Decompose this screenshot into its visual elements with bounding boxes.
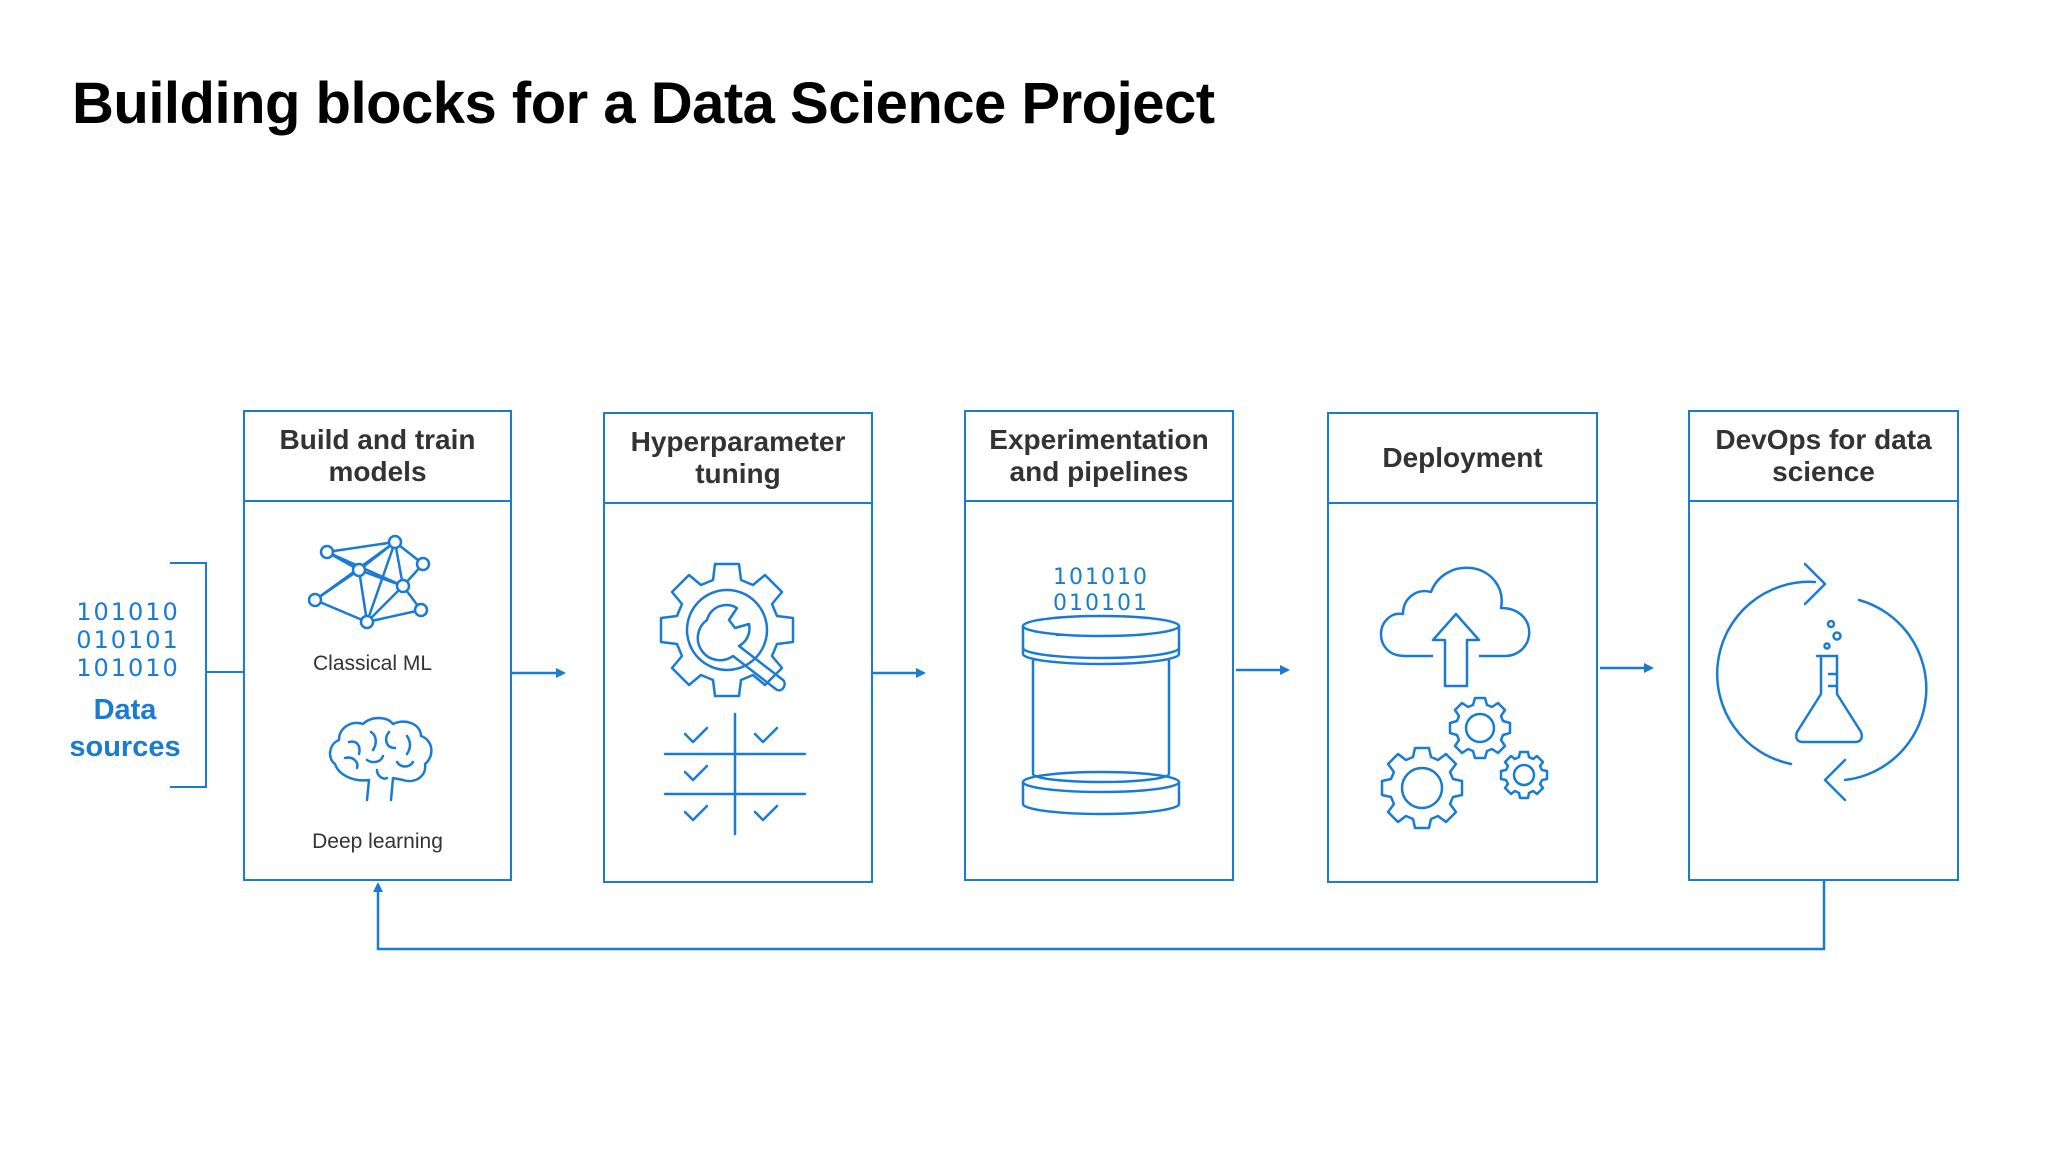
block-body bbox=[605, 506, 871, 881]
gear-wrench-icon bbox=[655, 558, 799, 702]
block-deployment: Deployment bbox=[1327, 412, 1598, 883]
binary-data-icon: 101010 010101 101010 bbox=[76, 598, 180, 682]
block-header: Experimentation and pipelines bbox=[966, 412, 1232, 502]
binary-line-2: 010101 bbox=[1053, 591, 1149, 616]
database-cylinder-icon bbox=[1021, 614, 1181, 814]
block-experimentation-pipelines: Experimentation and pipelines 101010 010… bbox=[964, 410, 1234, 881]
data-sources-label-line2: sources bbox=[69, 731, 181, 763]
block-header: DevOps for data science bbox=[1690, 412, 1957, 502]
gears-icon bbox=[1377, 696, 1557, 836]
data-sources-label-line1: Data bbox=[93, 694, 157, 726]
feedback-loop-arrow bbox=[373, 881, 1826, 951]
checkmark-grid-icon bbox=[665, 714, 805, 834]
page-title: Building blocks for a Data Science Proje… bbox=[72, 71, 1215, 136]
binary-line-1: 101010 bbox=[76, 598, 180, 626]
block-header: Deployment bbox=[1329, 414, 1596, 504]
binary-line-2: 010101 bbox=[76, 626, 180, 654]
data-sources-label: Data sources bbox=[60, 692, 190, 766]
cycle-flask-icon bbox=[1725, 564, 1925, 804]
block-header: Hyperparameter tuning bbox=[605, 414, 871, 504]
binary-line-3: 101010 bbox=[76, 654, 180, 682]
neural-network-icon bbox=[307, 532, 437, 632]
block-body bbox=[1329, 506, 1596, 881]
block-body: 101010 010101 101010 bbox=[966, 504, 1232, 879]
block-build-and-train: Build and train models Classical ML bbox=[243, 410, 512, 881]
brain-icon bbox=[327, 714, 437, 804]
data-sources-bracket bbox=[170, 562, 243, 788]
classical-ml-label: Classical ML bbox=[312, 652, 433, 675]
block-hyperparameter-tuning: Hyperparameter tuning bbox=[603, 412, 873, 883]
block-devops: DevOps for data science bbox=[1688, 410, 1959, 881]
block-body bbox=[1690, 504, 1957, 879]
cloud-upload-icon bbox=[1381, 566, 1531, 686]
deep-learning-label: Deep learning bbox=[312, 830, 443, 853]
binary-line-1: 101010 bbox=[1053, 565, 1149, 590]
block-body: Classical ML Deep learning bbox=[245, 504, 510, 879]
block-header: Build and train models bbox=[245, 412, 510, 502]
